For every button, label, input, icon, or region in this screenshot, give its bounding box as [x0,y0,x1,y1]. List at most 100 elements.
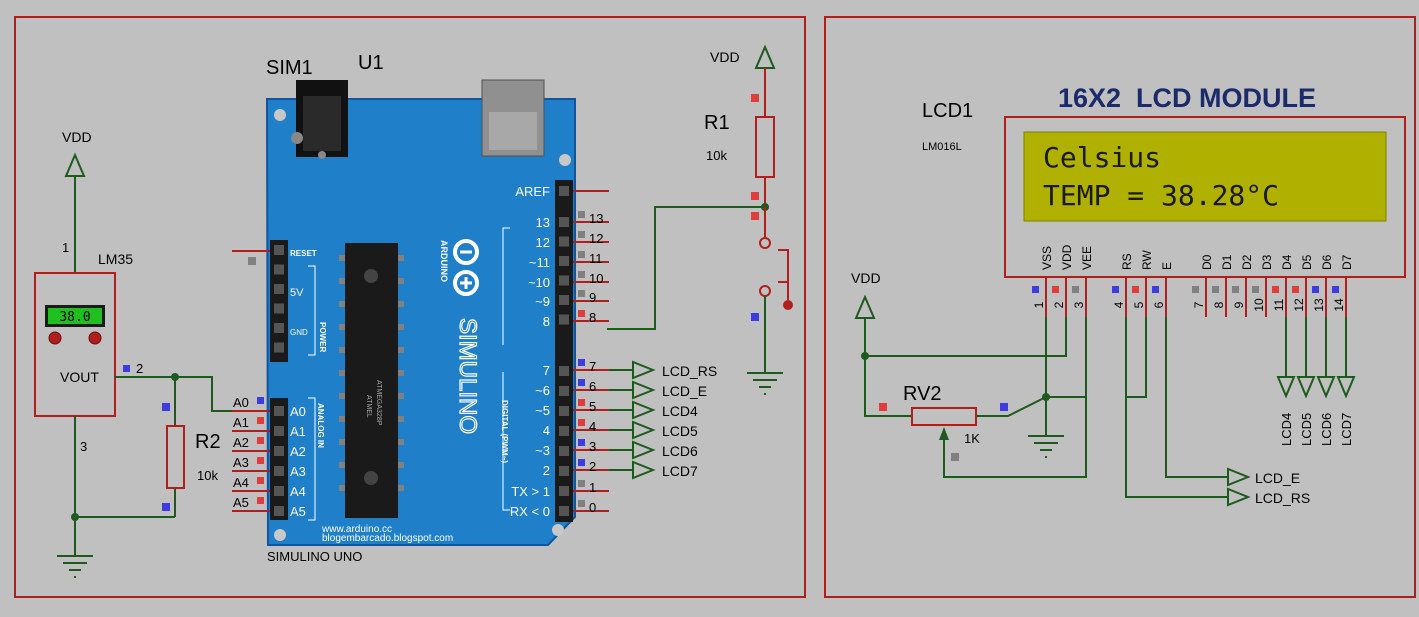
net-terminal-icon [1336,376,1356,399]
sim1-label: SIM1 [266,57,313,79]
digital-pin-inner-label: 2 [543,463,550,478]
ground-icon [57,555,93,578]
lcd-pin-name: D3 [1260,254,1274,270]
vdd-arrow-icon [754,44,776,69]
digital-pin-inner-label: ~9 [535,294,550,309]
lcd-pin-number: 7 [1192,301,1206,308]
lm35-up-button-icon[interactable] [88,331,102,345]
u1-label: U1 [358,52,384,74]
arduino-url: www.arduino.cc [321,524,392,535]
pin-state-marker [1332,286,1339,293]
pin-state-marker [1292,286,1299,293]
net-terminal-icon [632,400,656,420]
analog-label: ANALOG IN [316,403,325,448]
lm35-name: LM35 [98,251,133,267]
net-terminal-label: LCD_E [662,383,707,399]
net-terminal-label: LCD_RS [1255,490,1310,506]
vdd-label-r1: VDD [710,49,740,65]
arduino-board[interactable]: ATMEL ATMEGA328P ARDUINO SIMULINO RESET … [265,79,576,546]
digital-pin-inner-label: 12 [536,235,550,250]
pin-state-marker [578,290,585,297]
analog-pin-inner-label: A3 [290,464,306,479]
wiper-arrow-icon [939,427,949,440]
lcd-pin-number: 10 [1252,298,1266,312]
analog-pin-outer-label: A1 [233,415,249,430]
pin-state-marker [578,399,585,406]
pin-state-marker [578,359,585,366]
pin-state-marker [578,231,585,238]
pin-state-marker [257,477,264,484]
digital-pin-outer-label: 9 [589,290,596,305]
r2-name: R2 [195,431,221,453]
digital-pin-inner-label: ~3 [535,443,550,458]
lcd-pin-name: D6 [1320,254,1334,270]
digital-pin-outer-label: 5 [589,399,596,414]
r2-value: 10k [197,468,218,483]
pin-state-marker [578,439,585,446]
digital-pin-outer-label: 1 [589,480,596,495]
digital-label: DIGITAL (PWM~) [500,400,509,463]
arduino-logo-icon [453,239,479,296]
analog-pin-inner-label: A5 [290,504,306,519]
board-model-label: SIMULINO UNO [267,549,362,564]
lcd-pin-name: RW [1140,250,1154,270]
resistor-r1[interactable]: VDD R1 10k [704,44,776,220]
resistor-r2[interactable]: R2 10k [162,403,221,511]
lcd-pin-name: D2 [1240,254,1254,270]
pin-state-marker [578,310,585,317]
digital-pin-outer-label: 11 [589,251,603,266]
net-terminal-label: LCD4 [1279,413,1294,446]
digital-pin-outer-label: 2 [589,459,596,474]
lcd-pin-number: 1 [1032,301,1046,308]
digital-pin-outer-label: 0 [589,500,596,515]
net-terminal-label: LCD5 [1299,413,1314,446]
net-terminal-icon [1227,487,1251,507]
lcd-pin-number: 3 [1072,301,1086,308]
digital-pin-outer-label: 8 [589,310,596,325]
chip-label-model: ATMEGA328P [375,380,382,426]
pin-state-marker [578,419,585,426]
digital-pin-outer-label: 4 [589,419,596,434]
pin-state-marker [1312,286,1319,293]
vdd-arrow-icon [854,294,876,319]
chip-label-atmel: ATMEL [365,395,372,418]
digital-pin-outer-label: 12 [589,231,603,246]
digital-pin-inner-label: 8 [543,314,550,329]
digital-pin-outer-label: 3 [589,439,596,454]
digital-pin-inner-label: 7 [543,363,550,378]
net-terminal-label: LCD6 [662,443,698,459]
ground-icon [747,372,783,395]
pushbutton-switch[interactable] [751,207,793,373]
digital-pin-inner-label: TX > 1 [511,484,550,499]
lcd-pin-name: E [1160,262,1174,270]
pin-state-marker [578,459,585,466]
lcd-pin-number: 6 [1152,301,1166,308]
lcd-module[interactable]: Celsius TEMP = 38.28°C [1004,116,1406,278]
lcd-line1: Celsius [1043,141,1161,174]
net-terminal-icon [1296,376,1316,399]
pin-state-marker [1232,286,1239,293]
analog-pin-outer-label: A0 [233,395,249,410]
lcd-pin-name: D7 [1340,254,1354,270]
pin-state-marker [578,500,585,507]
lcd-model: LM016L [922,141,962,153]
potentiometer-rv2[interactable]: RV2 1K [879,383,1008,461]
pin-state-marker [1032,286,1039,293]
lcd-module-title: 16X2 LCD MODULE [1058,83,1316,113]
pin-state-marker [1252,286,1259,293]
pin-state-marker [1272,286,1279,293]
pin-state-marker [578,251,585,258]
net-terminal-icon [632,420,656,440]
lcd-screen [1023,131,1387,222]
lm35-sensor[interactable]: VDD 1 LM35 38.0 VOUT 2 3 [34,129,143,454]
digital-pin-inner-label: 13 [536,215,550,230]
pin-state-marker [257,417,264,424]
net-terminal-icon [632,380,656,400]
analog-pin-outer-label: A5 [233,495,249,510]
lm35-pin3: 3 [80,439,87,454]
pin-state-marker [257,397,264,404]
lm35-down-button-icon[interactable] [48,331,62,345]
left-sheet-frame [14,16,806,598]
digital-pin-outer-label: 7 [589,359,596,374]
lcd-pin-name: D4 [1280,254,1294,270]
